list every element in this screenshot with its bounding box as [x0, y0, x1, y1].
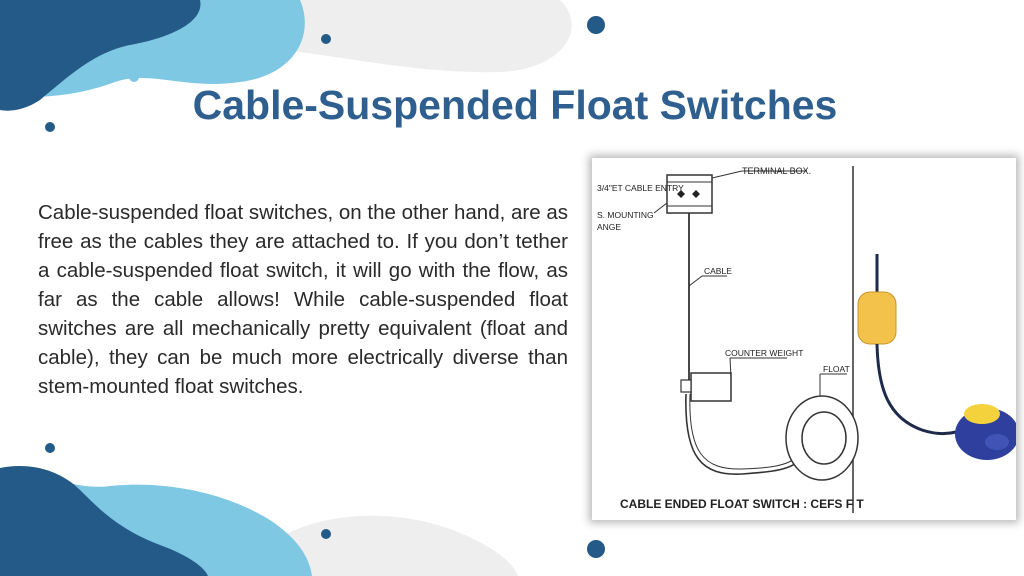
dot-bottom-right-navy — [587, 540, 605, 558]
dark-blue-blob-bottom — [0, 466, 208, 576]
dark-blue-blob-top — [0, 0, 201, 111]
grey-blob-top — [230, 0, 572, 73]
float-switch-diagram: TERMINAL BOX. 3/4"ET CABLE ENTRY S. MOUN… — [592, 158, 1016, 520]
dot-top-right-navy — [587, 16, 605, 34]
dot-top-left-navy — [321, 34, 331, 44]
label-mounting-2: ANGE — [597, 222, 621, 232]
float-shape-inner — [801, 411, 847, 465]
grey-blob-bottom — [250, 515, 518, 576]
label-float: FLOAT — [823, 364, 850, 374]
slide-body-text: Cable-suspended float switches, on the o… — [38, 201, 568, 398]
dot-left-navy — [45, 122, 55, 132]
cable-curve — [685, 393, 803, 475]
photo-yellow-weight — [857, 291, 897, 345]
dot-left-lower-navy — [45, 443, 55, 453]
dot-bottom-navy — [321, 529, 331, 539]
terminal-box-shape — [666, 174, 713, 214]
diagram-caption: CABLE ENDED FLOAT SWITCH : CEFS F T — [620, 497, 864, 511]
label-counter-weight: COUNTER WEIGHT — [725, 348, 803, 358]
label-terminal-box: TERMINAL BOX. — [742, 166, 811, 176]
photo-cable-loop — [875, 343, 957, 436]
counter-weight-shape — [690, 372, 732, 402]
dot-top-left-light — [129, 72, 139, 82]
label-cable-entry: 3/4"ET CABLE ENTRY — [597, 183, 684, 193]
slide-title: Cable-Suspended Float Switches — [192, 82, 838, 128]
label-cable: CABLE — [704, 266, 732, 276]
label-mounting-1: S. MOUNTING — [597, 210, 654, 220]
dot-bottom-light — [129, 490, 139, 500]
